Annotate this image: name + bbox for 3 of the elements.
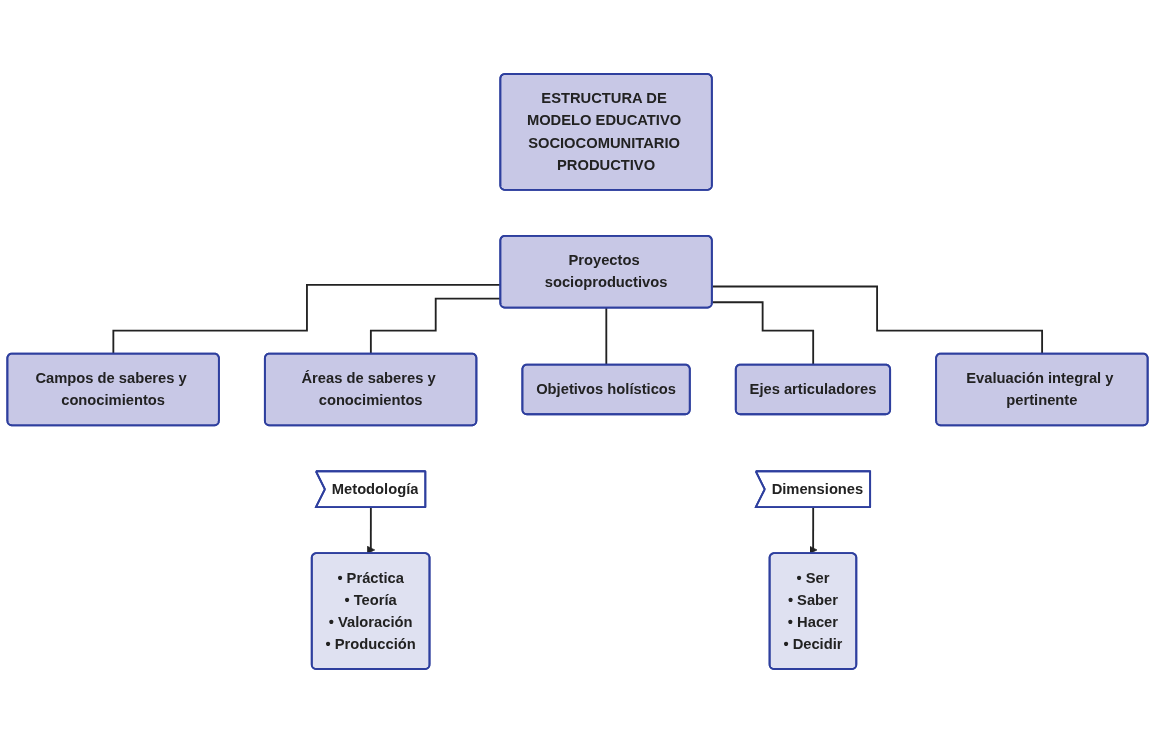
connector [711,285,1044,355]
connector [605,307,608,366]
connector [711,301,815,366]
